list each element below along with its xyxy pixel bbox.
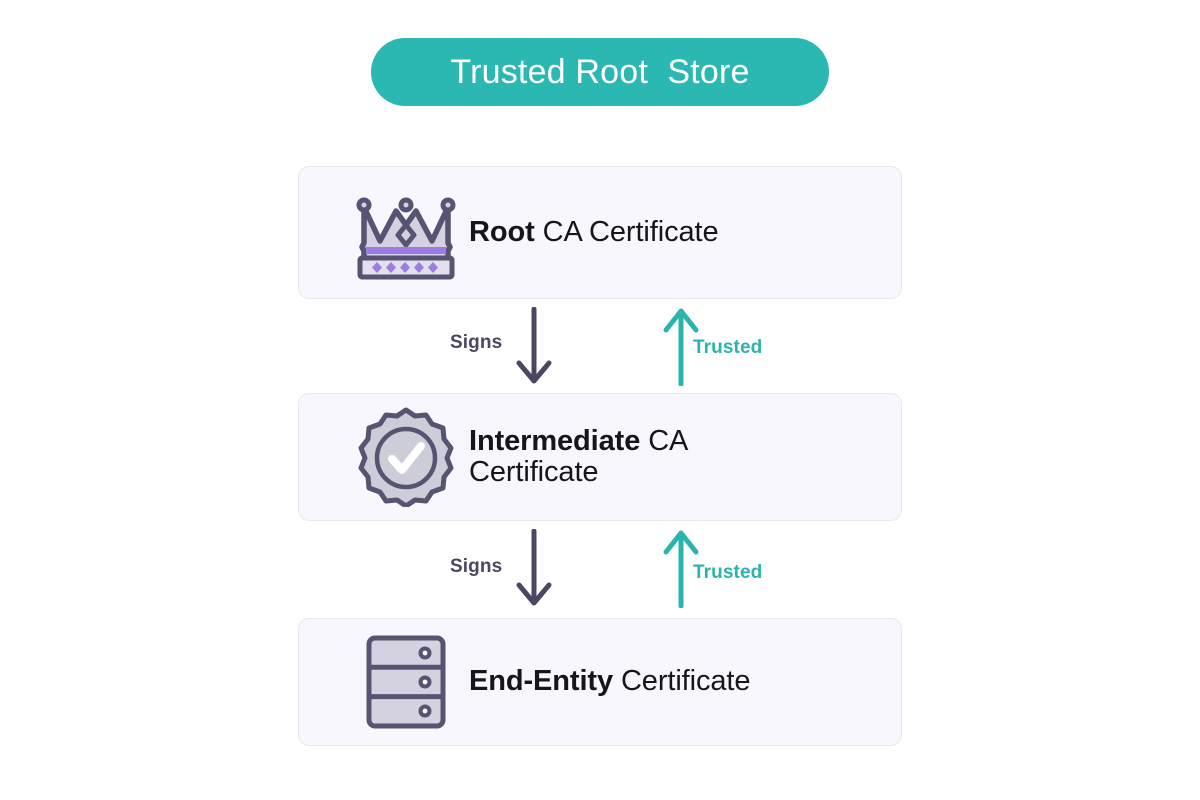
arrow-down-icon (512, 528, 556, 614)
card-end-entity[interactable]: End-Entity Certificate (298, 618, 902, 746)
crown-icon (351, 185, 461, 281)
card-intermediate-ca[interactable]: Intermediate CA Certificate (298, 393, 902, 521)
arrow-up-icon (659, 528, 703, 613)
card-root-ca[interactable]: Root CA Certificate (298, 166, 902, 299)
trusted-label-2: Trusted (693, 562, 763, 583)
signs-label-2: Signs (450, 556, 503, 577)
card-root-ca-title-strong: Root (469, 215, 535, 248)
card-intermediate-ca-title-light: CA Certificate (469, 424, 687, 488)
card-root-ca-title: Root CA Certificate (469, 215, 719, 248)
card-root-ca-title-light: CA Certificate (534, 215, 719, 248)
signs-label-1: Signs (450, 332, 503, 353)
card-end-entity-title: End-Entity Certificate (469, 665, 751, 698)
server-rack-icon (351, 634, 461, 730)
card-intermediate-ca-title-strong: Intermediate (469, 424, 641, 457)
trusted-root-store-header: Trusted Root Store (371, 38, 829, 106)
card-end-entity-title-light: Certificate (613, 665, 751, 698)
card-intermediate-ca-title: Intermediate CA Certificate (469, 424, 769, 489)
badge-check-icon (351, 407, 461, 507)
arrow-down-icon (512, 306, 556, 392)
header-title: Trusted Root Store (450, 53, 750, 91)
connector-root-to-intermediate: Signs Trusted (298, 299, 902, 393)
connector-intermediate-to-endentity: Signs Trusted (298, 521, 902, 618)
trusted-label-1: Trusted (693, 337, 763, 358)
card-end-entity-title-strong: End-Entity (469, 665, 613, 698)
arrow-up-icon (659, 306, 703, 391)
